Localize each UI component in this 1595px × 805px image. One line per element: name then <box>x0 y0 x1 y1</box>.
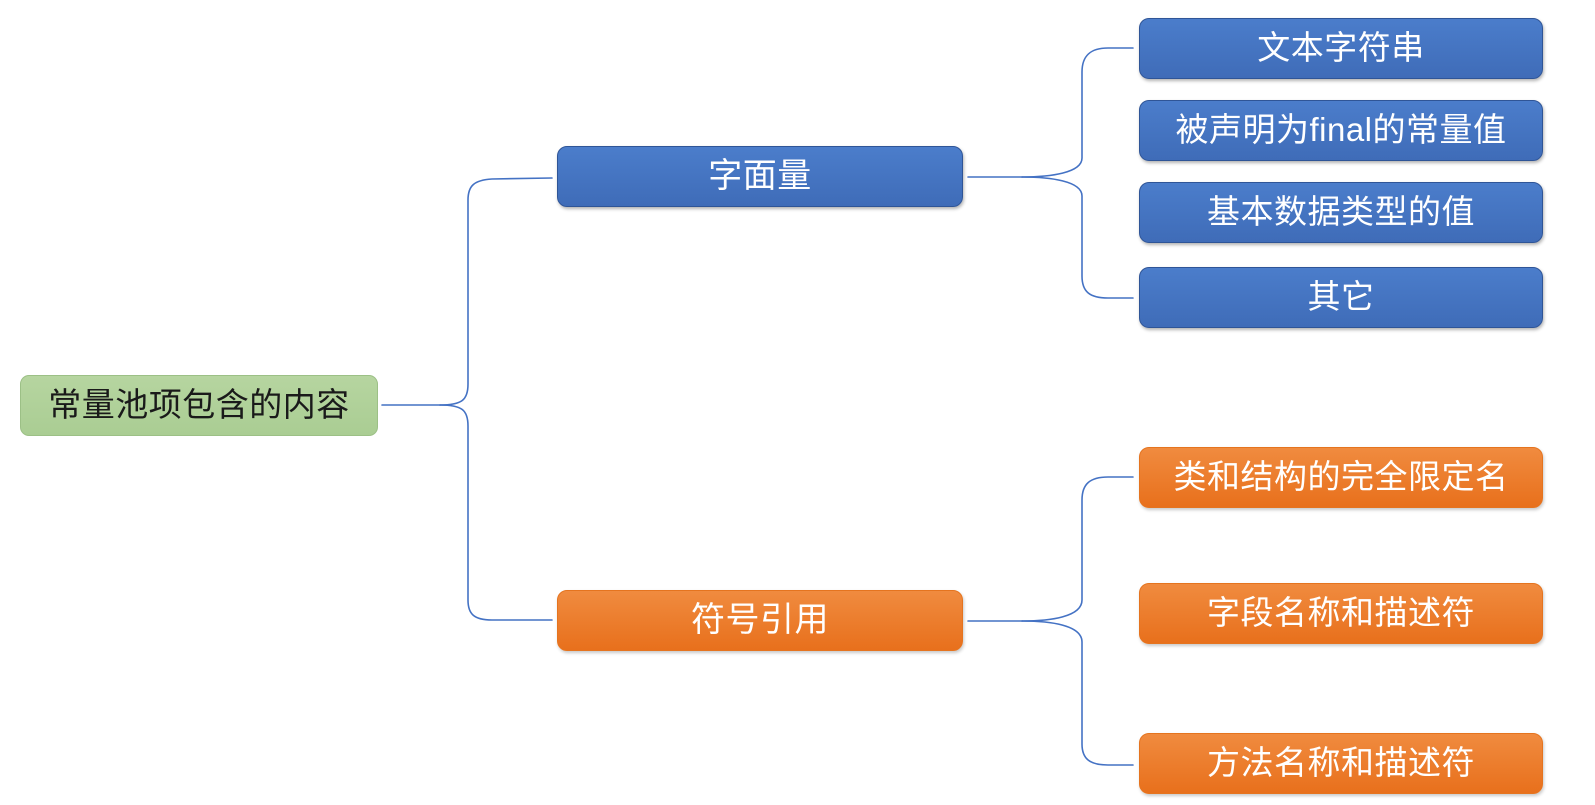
leaf-node-fully-qualified-name[interactable]: 类和结构的完全限定名 <box>1139 447 1543 508</box>
leaf-node-primitive-value[interactable]: 基本数据类型的值 <box>1139 182 1543 243</box>
leaf-node-text-string-label: 文本字符串 <box>1257 29 1425 67</box>
leaf-node-other[interactable]: 其它 <box>1139 267 1543 328</box>
connector-literal-brace <box>967 47 1134 299</box>
leaf-node-final-constant[interactable]: 被声明为final的常量值 <box>1139 100 1543 161</box>
leaf-node-final-constant-label: 被声明为final的常量值 <box>1175 111 1507 149</box>
root-node-label: 常量池项包含的内容 <box>48 386 350 424</box>
leaf-node-primitive-value-label: 基本数据类型的值 <box>1207 193 1475 231</box>
leaf-node-field-name-descriptor[interactable]: 字段名称和描述符 <box>1139 583 1543 644</box>
connector-root-brace <box>381 177 553 621</box>
leaf-node-fully-qualified-name-label: 类和结构的完全限定名 <box>1173 458 1509 496</box>
leaf-node-other-label: 其它 <box>1307 278 1375 316</box>
branch-node-symbolic-reference[interactable]: 符号引用 <box>557 590 963 651</box>
leaf-node-text-string[interactable]: 文本字符串 <box>1139 18 1543 79</box>
branch-node-literal-label: 字面量 <box>708 156 812 195</box>
connector-symbolic-brace <box>967 476 1134 766</box>
branch-node-literal[interactable]: 字面量 <box>557 146 963 207</box>
branch-node-symbolic-reference-label: 符号引用 <box>691 600 829 639</box>
leaf-node-method-name-descriptor-label: 方法名称和描述符 <box>1207 744 1475 782</box>
leaf-node-field-name-descriptor-label: 字段名称和描述符 <box>1207 594 1475 632</box>
leaf-node-method-name-descriptor[interactable]: 方法名称和描述符 <box>1139 733 1543 794</box>
root-node[interactable]: 常量池项包含的内容 <box>20 375 378 436</box>
